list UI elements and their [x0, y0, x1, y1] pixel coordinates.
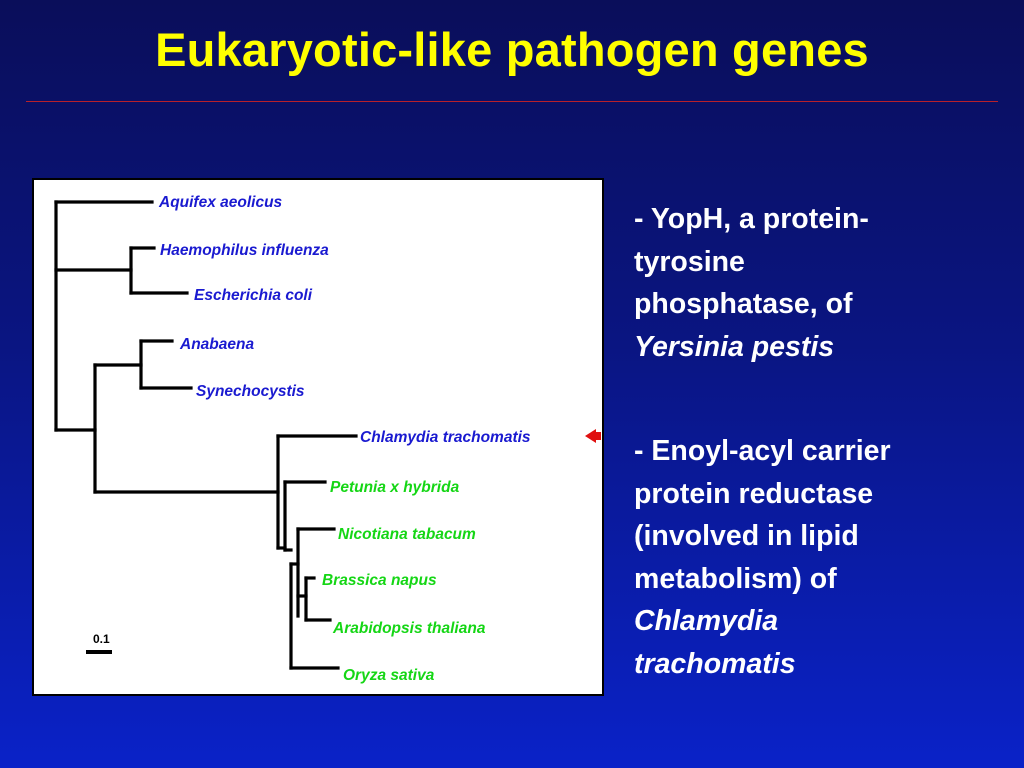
slide-title: Eukaryotic-like pathogen genes: [155, 23, 869, 76]
bullet-enoyl-line-1: - Enoyl-acyl carrier: [634, 435, 891, 467]
taxon-label-nicotiana: Nicotiana tabacum: [338, 526, 476, 543]
bullet-yoph-organism: Yersinia pestis: [634, 330, 835, 363]
scale-bar: [86, 650, 112, 654]
taxon-label-aquifex: Aquifex aeolicus: [159, 194, 283, 211]
phylogenetic-tree-panel: Aquifex aeolicus Haemophilus influenza E…: [32, 178, 604, 696]
taxon-label-oryza: Oryza sativa: [343, 667, 435, 684]
taxon-label-haemophilus: Haemophilus influenza: [160, 242, 329, 259]
bullet-enoyl-organism-2: trachomatis: [634, 647, 796, 680]
scale-bar-label: 0.1: [93, 632, 110, 646]
bullet-yoph-line-2: tyrosine: [634, 245, 745, 278]
bullet-enoyl-line-4: metabolism) of: [634, 562, 837, 595]
taxon-label-anabaena: Anabaena: [180, 336, 255, 353]
taxon-label-petunia: Petunia x hybrida: [330, 479, 460, 496]
taxon-label-chlamydia: Chlamydia trachomatis: [360, 429, 531, 446]
bullet-enoyl-organism-1: Chlamydia: [634, 605, 779, 637]
phylogenetic-tree: [54, 200, 601, 670]
bullet-yoph: - YopH, a protein- tyrosine phosphatase,…: [634, 198, 1014, 368]
taxon-label-brassica: Brassica napus: [322, 572, 437, 589]
bullet-enoyl-line-2: protein reductase: [634, 477, 874, 510]
bullet-yoph-line-1: - YopH, a protein-: [634, 203, 869, 235]
highlight-arrow-icon: [585, 429, 601, 443]
bullet-enoyl-reductase: - Enoyl-acyl carrier protein reductase (…: [634, 430, 1014, 685]
taxon-label-synechocystis: Synechocystis: [196, 383, 305, 400]
taxon-label-escherichia: Escherichia coli: [194, 287, 313, 304]
bullet-yoph-line-3: phosphatase, of: [634, 288, 853, 320]
bullet-enoyl-line-3: (involved in lipid: [634, 520, 859, 552]
taxon-label-arabidopsis: Arabidopsis thaliana: [333, 620, 486, 637]
title-divider: [26, 101, 998, 102]
